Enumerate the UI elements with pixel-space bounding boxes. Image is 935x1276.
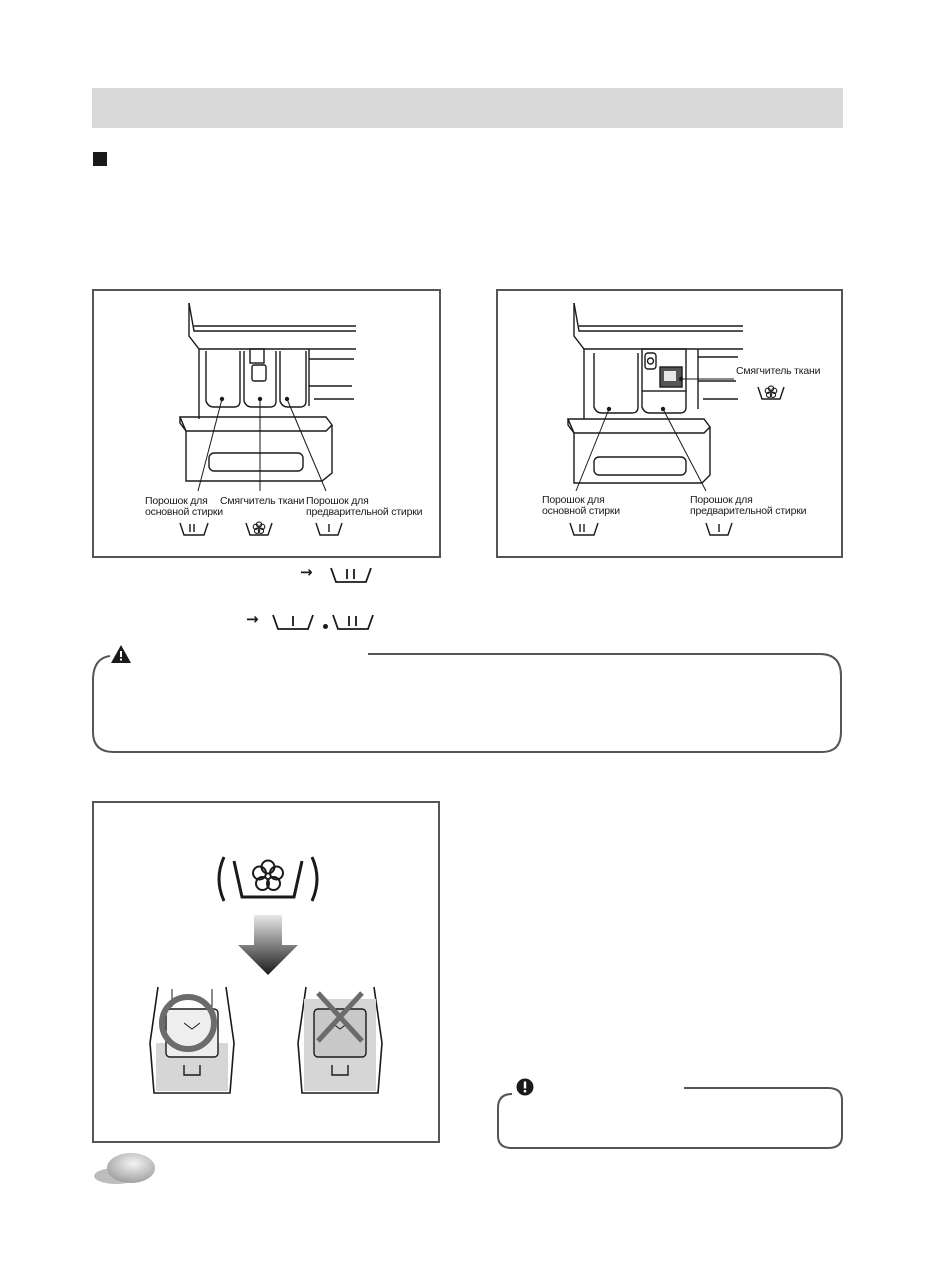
label-softener-right: Смягчитель ткани: [736, 365, 821, 377]
prewash-symbol-row2-icon: [272, 614, 314, 630]
label-main-wash-right: Порошок для основной стирки: [542, 495, 620, 517]
main-wash-symbol-row1-icon: [330, 567, 372, 583]
label-softener-left: Смягчитель ткани: [220, 495, 305, 507]
main-wash-symbol-row2-icon: [332, 614, 374, 630]
softener-fill-figure: [92, 801, 440, 1143]
dispenser-drawer-illustration-left: [178, 302, 356, 536]
dispenser-figure-right: Смягчитель ткани Порошок для основной ст…: [496, 289, 843, 558]
label-prewash-line2: предварительной стирки: [306, 506, 423, 518]
label-prewash-right: Порошок для предварительной стирки: [690, 495, 806, 517]
label-prewash-right-line2: предварительной стирки: [690, 505, 807, 517]
label-prewash-right-line1: Порошок для: [690, 494, 753, 506]
dispenser-figure-left: Порошок для основной стирки Смягчитель т…: [92, 289, 441, 558]
section-header-bar: [92, 88, 843, 128]
label-main-wash-right-line1: Порошок для: [542, 494, 605, 506]
page-number-pill-icon: [94, 1153, 155, 1184]
label-main-wash-left: Порошок для основной стирки: [145, 496, 223, 518]
softener-fill-illustration: [149, 856, 383, 1094]
label-main-wash-right-line2: основной стирки: [542, 505, 620, 517]
note-exclamation-icon: [516, 1078, 534, 1096]
note-box: [497, 1087, 843, 1149]
square-bullet-icon: [93, 152, 107, 166]
dispenser-drawer-illustration-right: [566, 302, 785, 536]
arrow-row2-icon: →: [246, 610, 259, 628]
label-prewash-line1: Порошок для: [306, 495, 369, 507]
arrow-row1-icon: →: [300, 563, 313, 581]
label-main-wash-line2: основной стирки: [145, 506, 223, 518]
label-prewash-left: Порошок для предварительной стирки: [306, 496, 422, 518]
ok-circle-icon: [159, 994, 217, 1052]
separator-dot-icon: [323, 624, 328, 629]
warning-triangle-icon: [111, 645, 131, 663]
label-main-wash-line1: Порошок для: [145, 495, 208, 507]
warning-box: [92, 653, 842, 753]
